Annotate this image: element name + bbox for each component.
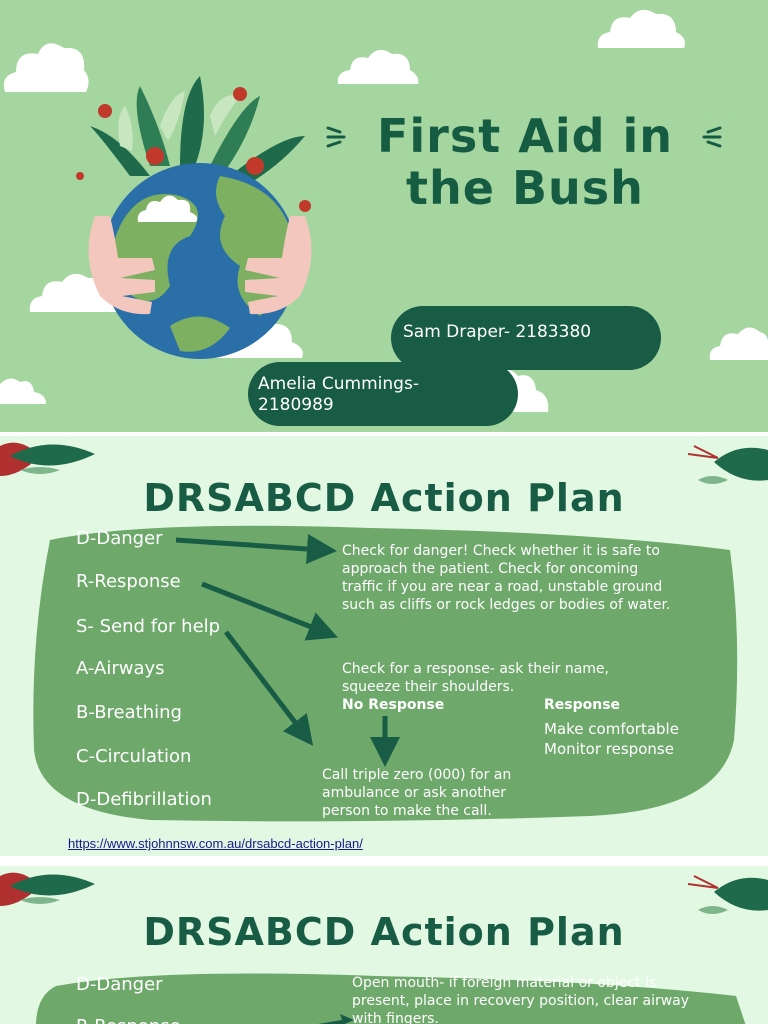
arrow-icon [318, 1014, 354, 1024]
arrow-icon [224, 630, 314, 746]
flow-arrows [175, 534, 400, 767]
step-danger: D-Danger [76, 974, 163, 995]
step-circulation: C-Circulation [76, 746, 192, 767]
cloud-icon [709, 327, 768, 360]
step-danger: D-Danger [76, 528, 163, 549]
arrow-icon [201, 581, 338, 641]
slide-heading: DRSABCD Action Plan [143, 910, 625, 954]
title-slide: First Aid in the Bush Sam Draper- 218338… [0, 0, 768, 432]
cloud-icon [337, 49, 419, 84]
call-description: Call triple zero (000) for an ambulance … [322, 767, 512, 819]
response-action: Make comfortable [544, 720, 679, 738]
arrow-icon [175, 534, 337, 564]
step-response: R-Response [76, 1016, 181, 1024]
cloud-icon [0, 378, 46, 404]
globe-hug-illustration [76, 76, 312, 359]
author-name: Sam Draper- 2183380 [403, 322, 592, 342]
step-airways: A-Airways [76, 658, 165, 679]
danger-description: Check for danger! Check whether it is sa… [342, 543, 671, 613]
author-name: Amelia Cummings- 2180989 [258, 374, 419, 415]
leaf-decoration-icon [0, 442, 95, 476]
presentation-title: First Aid in the Bush [376, 109, 674, 215]
cloud-icon [597, 9, 685, 48]
cloud-icon [3, 43, 89, 92]
content-blob [36, 973, 746, 1024]
leaf-decoration-icon [0, 872, 95, 906]
step-send-for-help: S- Send for help [76, 616, 221, 637]
drsabcd-slide: DRSABCD Action Plan D-Danger R-Response … [0, 436, 768, 856]
slide-heading: DRSABCD Action Plan [143, 476, 625, 520]
sparkle-icon [702, 126, 722, 148]
airway-description: Open mouth- if foreign material or objec… [352, 975, 690, 1024]
response-label: Response [544, 697, 621, 713]
author-pill: Sam Draper- 2183380 [391, 306, 661, 370]
leaf-decoration-icon [688, 445, 768, 484]
step-breathing: B-Breathing [76, 702, 182, 723]
no-response-label: No Response [342, 697, 445, 713]
author-pill: Amelia Cummings- 2180989 [248, 362, 518, 426]
leaf-decoration-icon [688, 875, 768, 914]
step-response: R-Response [76, 571, 181, 592]
response-action: Monitor response [544, 740, 674, 758]
sparkle-icon [326, 126, 346, 148]
drsabcd-slide-2: DRSABCD Action Plan D-Danger R-Response … [0, 866, 768, 1024]
response-description: Check for a response- ask their name, sq… [342, 661, 609, 695]
source-link[interactable]: https://www.stjohnnsw.com.au/drsabcd-act… [68, 836, 363, 851]
content-blob [33, 525, 738, 822]
step-defibrillation: D-Defibrillation [76, 789, 212, 810]
